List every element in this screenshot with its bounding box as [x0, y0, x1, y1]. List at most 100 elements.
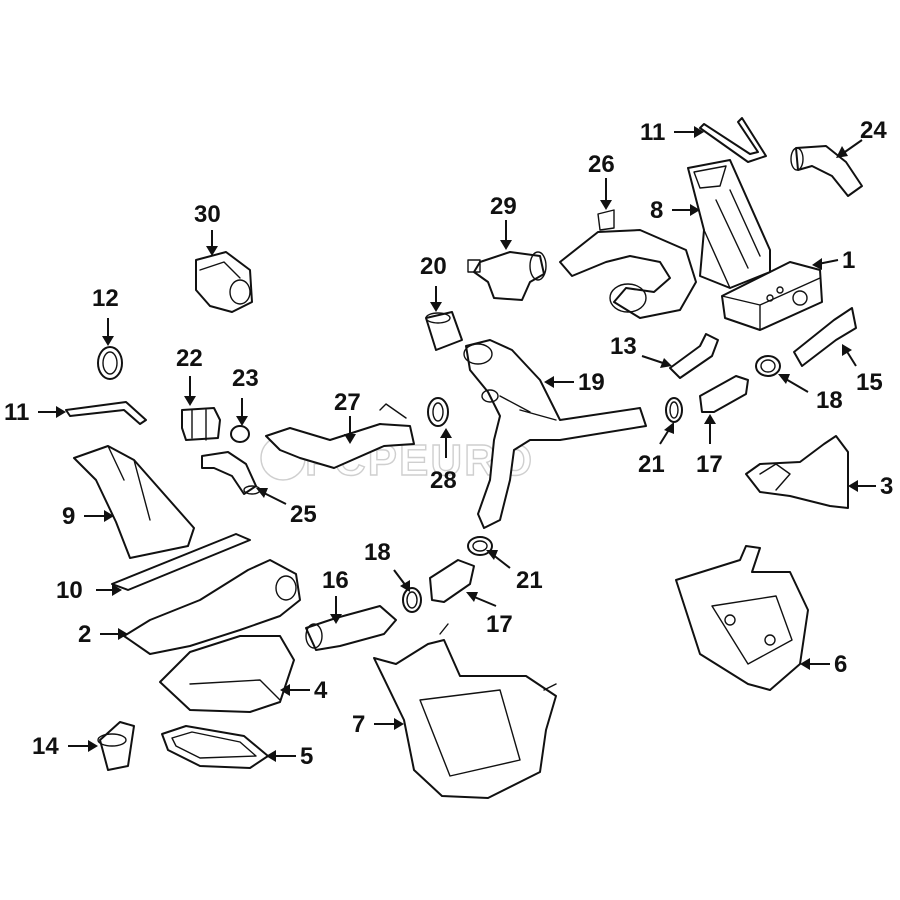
callout-6: 6 — [800, 651, 847, 678]
callout-27: 27 — [334, 389, 361, 444]
callout-19: 19 — [544, 369, 605, 396]
part-26-coiled-pipe[interactable] — [559, 209, 697, 319]
part-7-mounting-frame[interactable] — [373, 623, 557, 799]
part-11-lower-bracket[interactable] — [65, 401, 147, 425]
callout-4: 4 — [280, 677, 328, 704]
callout-21-upper: 21 — [638, 422, 674, 478]
part-13-hose[interactable] — [669, 333, 719, 379]
callout-22: 22 — [176, 345, 203, 406]
part-20-collar[interactable] — [425, 311, 463, 351]
callout-30: 30 — [194, 201, 221, 256]
part-27-hose[interactable] — [265, 403, 415, 469]
callout-24: 24 — [836, 117, 887, 158]
callout-11-upper: 11 — [640, 119, 704, 146]
callout-14-label: 14 — [32, 733, 59, 760]
callout-1: 1 — [812, 247, 855, 274]
callout-9: 9 — [62, 503, 114, 530]
callout-21-lower: 21 — [486, 550, 543, 594]
part-22-clamp-block[interactable] — [181, 407, 221, 441]
part-28-clamp-ring[interactable] — [427, 397, 449, 427]
part-12-seal-ring[interactable] — [97, 346, 123, 380]
callout-13-label: 13 — [610, 333, 637, 360]
callout-2-label: 2 — [78, 621, 91, 648]
callout-18-upper: 18 — [778, 374, 843, 414]
callout-12: 12 — [92, 285, 119, 346]
part-18-lower-clamp[interactable] — [402, 587, 422, 613]
part-24-elbow-hose[interactable] — [790, 145, 863, 197]
part-16-hose[interactable] — [305, 605, 397, 651]
callout-29: 29 — [490, 193, 517, 250]
part-21-upper-clamp[interactable] — [665, 397, 683, 423]
part-15-hose[interactable] — [793, 307, 857, 367]
callout-19-label: 19 — [578, 369, 605, 396]
callout-20: 20 — [420, 253, 447, 312]
part-17-lower-hose[interactable] — [429, 559, 475, 603]
callout-26-label: 26 — [588, 151, 615, 178]
callout-26: 26 — [588, 151, 615, 210]
part-19-manifold-pipe[interactable] — [463, 339, 647, 529]
part-3-shroud[interactable] — [745, 435, 849, 509]
part-29-thermostat-housing[interactable] — [467, 251, 547, 301]
callout-12-label: 12 — [92, 285, 119, 312]
callout-17-upper: 17 — [696, 414, 723, 478]
callout-6-label: 6 — [834, 651, 847, 678]
part-23-plug[interactable] — [230, 425, 250, 443]
part-10-gasket-strip[interactable] — [111, 533, 251, 591]
callout-17-upper-label: 17 — [696, 451, 723, 478]
callout-16: 16 — [322, 567, 349, 624]
callout-4-label: 4 — [314, 677, 328, 704]
callout-17-lower-label: 17 — [486, 611, 513, 638]
part-25-small-hose[interactable] — [201, 451, 261, 495]
callout-23: 23 — [232, 365, 259, 426]
callout-20-label: 20 — [420, 253, 447, 280]
callout-27-label: 27 — [334, 389, 361, 416]
part-8-air-duct[interactable] — [687, 159, 771, 289]
callout-11-upper-label: 11 — [640, 119, 665, 146]
callout-21-lower-label: 21 — [516, 567, 543, 594]
callout-17-lower: 17 — [466, 592, 513, 638]
part-4-lower-shroud[interactable] — [159, 635, 295, 713]
part-2-lower-housing[interactable] — [123, 559, 301, 655]
callout-15-label: 15 — [856, 369, 883, 396]
callout-8-label: 8 — [650, 197, 663, 224]
callout-15: 15 — [842, 344, 883, 396]
part-30-valve-housing[interactable] — [195, 251, 253, 313]
callout-21-upper-label: 21 — [638, 451, 665, 478]
part-9-air-duct[interactable] — [73, 445, 195, 559]
callout-8: 8 — [650, 197, 700, 224]
callout-5-label: 5 — [300, 743, 313, 770]
part-21-lower-clamp[interactable] — [467, 536, 493, 556]
callout-5: 5 — [266, 743, 313, 770]
callout-28: 28 — [430, 428, 457, 494]
part-18-upper-clamp[interactable] — [755, 355, 781, 377]
callout-7-label: 7 — [352, 711, 365, 738]
callout-25: 25 — [256, 488, 317, 528]
callout-29-label: 29 — [490, 193, 517, 220]
callout-14: 14 — [32, 733, 98, 760]
callout-25-label: 25 — [290, 501, 317, 528]
callout-24-label: 24 — [860, 117, 887, 144]
part-11-upper-bracket[interactable] — [699, 117, 767, 163]
part-14-cup[interactable] — [97, 721, 135, 771]
callout-11-lower: 11 — [4, 399, 66, 426]
callout-23-label: 23 — [232, 365, 259, 392]
callout-10: 10 — [56, 577, 122, 604]
part-6-mounting-frame[interactable] — [675, 545, 809, 691]
part-17-upper-hose[interactable] — [699, 375, 749, 413]
callout-9-label: 9 — [62, 503, 75, 530]
callout-28-label: 28 — [430, 467, 457, 494]
callout-13: 13 — [610, 333, 672, 368]
callout-11-lower-label: 11 — [4, 399, 29, 426]
part-5-gasket-loop[interactable] — [161, 725, 269, 769]
callout-3: 3 — [848, 473, 893, 500]
callout-2: 2 — [78, 621, 128, 648]
callout-18-upper-label: 18 — [816, 387, 843, 414]
callout-30-label: 30 — [194, 201, 221, 228]
callout-18-lower: 18 — [364, 539, 410, 592]
callout-7: 7 — [352, 711, 404, 738]
callout-22-label: 22 — [176, 345, 203, 372]
callout-3-label: 3 — [880, 473, 893, 500]
callout-10-label: 10 — [56, 577, 83, 604]
part-1-intercooler[interactable] — [721, 261, 823, 331]
